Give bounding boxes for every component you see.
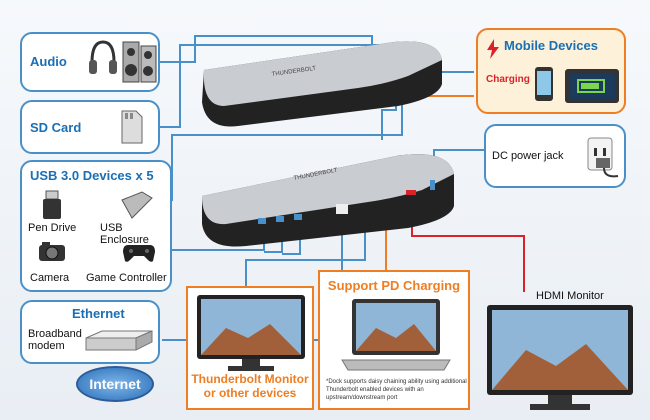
tb-monitor-box: Thunderbolt Monitor or other devices: [186, 286, 314, 410]
usb-devices-title: USB 3.0 Devices x 5: [30, 168, 154, 183]
lightning-icon: [487, 39, 499, 59]
daisy-chain-note: *Dock supports daisy chaining ability us…: [326, 379, 467, 401]
headphones-icon: [89, 40, 117, 74]
camera-icon: [39, 242, 65, 261]
phone-icon: [535, 67, 553, 101]
internet-cloud: Internet: [76, 366, 154, 402]
tablet-icon: [565, 69, 619, 103]
hdmi-port: [406, 190, 416, 195]
ethernet-title: Ethernet: [72, 306, 125, 321]
tb-monitor-title: Thunderbolt Monitor or other devices: [191, 372, 309, 400]
hdmi-monitor-icon: [487, 305, 633, 410]
dc-power-title: DC power jack: [492, 150, 564, 162]
broadband-modem-label: Broadband modem: [28, 328, 82, 352]
usb-port-3: [294, 214, 302, 220]
charging-label: Charging: [486, 74, 530, 85]
tb-monitor-icon: [197, 295, 305, 371]
usb-port-2: [276, 216, 284, 222]
mobile-devices-box: Mobile Devices Charging: [476, 28, 626, 114]
speakers-icon: [122, 41, 157, 83]
sdcard-icon: [121, 110, 143, 144]
dc-power-box: DC power jack: [484, 124, 626, 188]
camera-label: Camera: [30, 272, 70, 284]
usb-enclosure-label: USB Enclosure: [100, 222, 149, 246]
modem-icon: [85, 330, 153, 351]
audio-title: Audio: [30, 54, 67, 69]
power-outlet-icon: [587, 137, 619, 178]
usb-enclosure-icon: [121, 191, 153, 219]
bottom-dock-image: THUNDERBOLT: [202, 154, 454, 247]
game-controller-label: Game Controller: [86, 272, 167, 284]
pd-charging-box: Support PD Charging *Dock supports daisy…: [318, 270, 470, 410]
hdmi-monitor-title: HDMI Monitor: [536, 290, 604, 302]
pd-charging-title: Support PD Charging: [327, 278, 461, 293]
ethernet-box: Ethernet Broadband modem: [20, 300, 160, 364]
usb-port-1: [258, 218, 266, 224]
laptop-icon: [341, 299, 451, 371]
ethernet-port: [336, 204, 348, 214]
pen-drive-label: Pen Drive: [28, 222, 77, 234]
sdcard-box: SD Card: [20, 100, 160, 154]
top-dock-image: THUNDERBOLT: [202, 41, 442, 127]
usb-devices-box: USB 3.0 Devices x 5 Pen Drive USB Enclos…: [20, 160, 172, 292]
dc-port: [430, 180, 435, 190]
pen-drive-icon: [43, 190, 61, 219]
game-controller-icon: [123, 245, 155, 262]
mobile-devices-title: Mobile Devices: [504, 38, 598, 53]
sdcard-title: SD Card: [30, 120, 82, 135]
audio-box: Audio: [20, 32, 160, 92]
